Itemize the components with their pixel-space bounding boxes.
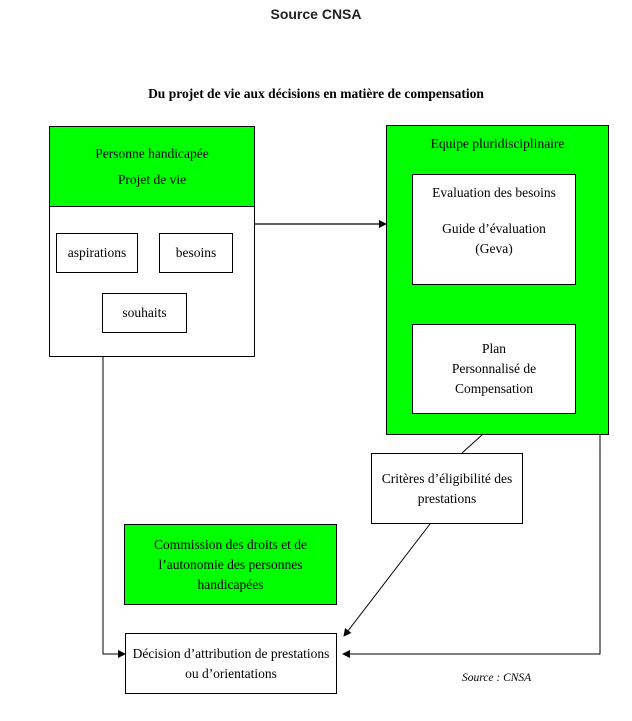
criteria-to-decision-arrow (343, 523, 431, 637)
commission-label: Commission des droits et de (154, 536, 307, 552)
plan-personalized-label: Personnalisé de (451, 361, 537, 376)
commission-handicap-label: handicapées (197, 576, 264, 592)
decision-box: Décision d’attribution de prestations ou… (125, 633, 337, 694)
evaluation-label: Evaluation des besoins (432, 185, 556, 200)
team-to-criteria-line (461, 434, 483, 454)
person-label: Personne handicapée (95, 145, 209, 161)
besoins-box: besoins (159, 233, 233, 273)
diagram-title: Du projet de vie aux décisions en matièr… (148, 86, 484, 101)
geva-label: (Geva) (475, 241, 513, 256)
plan-label: Plan (481, 341, 506, 356)
team-title: Equipe pluridisciplinaire (430, 136, 565, 151)
person-header: Personne handicapée Projet de vie (50, 127, 254, 207)
evaluation-box: Evaluation des besoins Guide d’évaluatio… (412, 174, 576, 285)
decision-label: Décision d’attribution de prestations (132, 645, 330, 661)
criteria-prestations-label: prestations (417, 490, 477, 506)
geva-guide-label: Guide d’évaluation (442, 221, 546, 236)
besoins-label: besoins (175, 245, 217, 260)
souhaits-box: souhaits (102, 293, 187, 333)
life-project-label: Projet de vie (117, 171, 187, 187)
source-note: Source : CNSA (462, 672, 532, 684)
commission-box: Commission des droits et de l’autonomie … (124, 524, 337, 605)
souhaits-label: souhaits (122, 305, 167, 320)
commission-autonomy-label: l’autonomie des personnes (158, 556, 303, 572)
decision-orientations-label: ou d’orientations (185, 665, 277, 681)
aspirations-label: aspirations (67, 245, 127, 260)
plan-compensation-label: Compensation (455, 381, 533, 396)
source-title: Source CNSA (270, 6, 362, 22)
person-to-decision-arrow (102, 357, 126, 658)
criteria-label: Critères d’éligibilité des (381, 470, 513, 486)
aspirations-box: aspirations (56, 233, 138, 273)
plan-box: Plan Personnalisé de Compensation (412, 324, 576, 414)
criteria-box: Critères d’éligibilité des prestations (371, 453, 523, 524)
